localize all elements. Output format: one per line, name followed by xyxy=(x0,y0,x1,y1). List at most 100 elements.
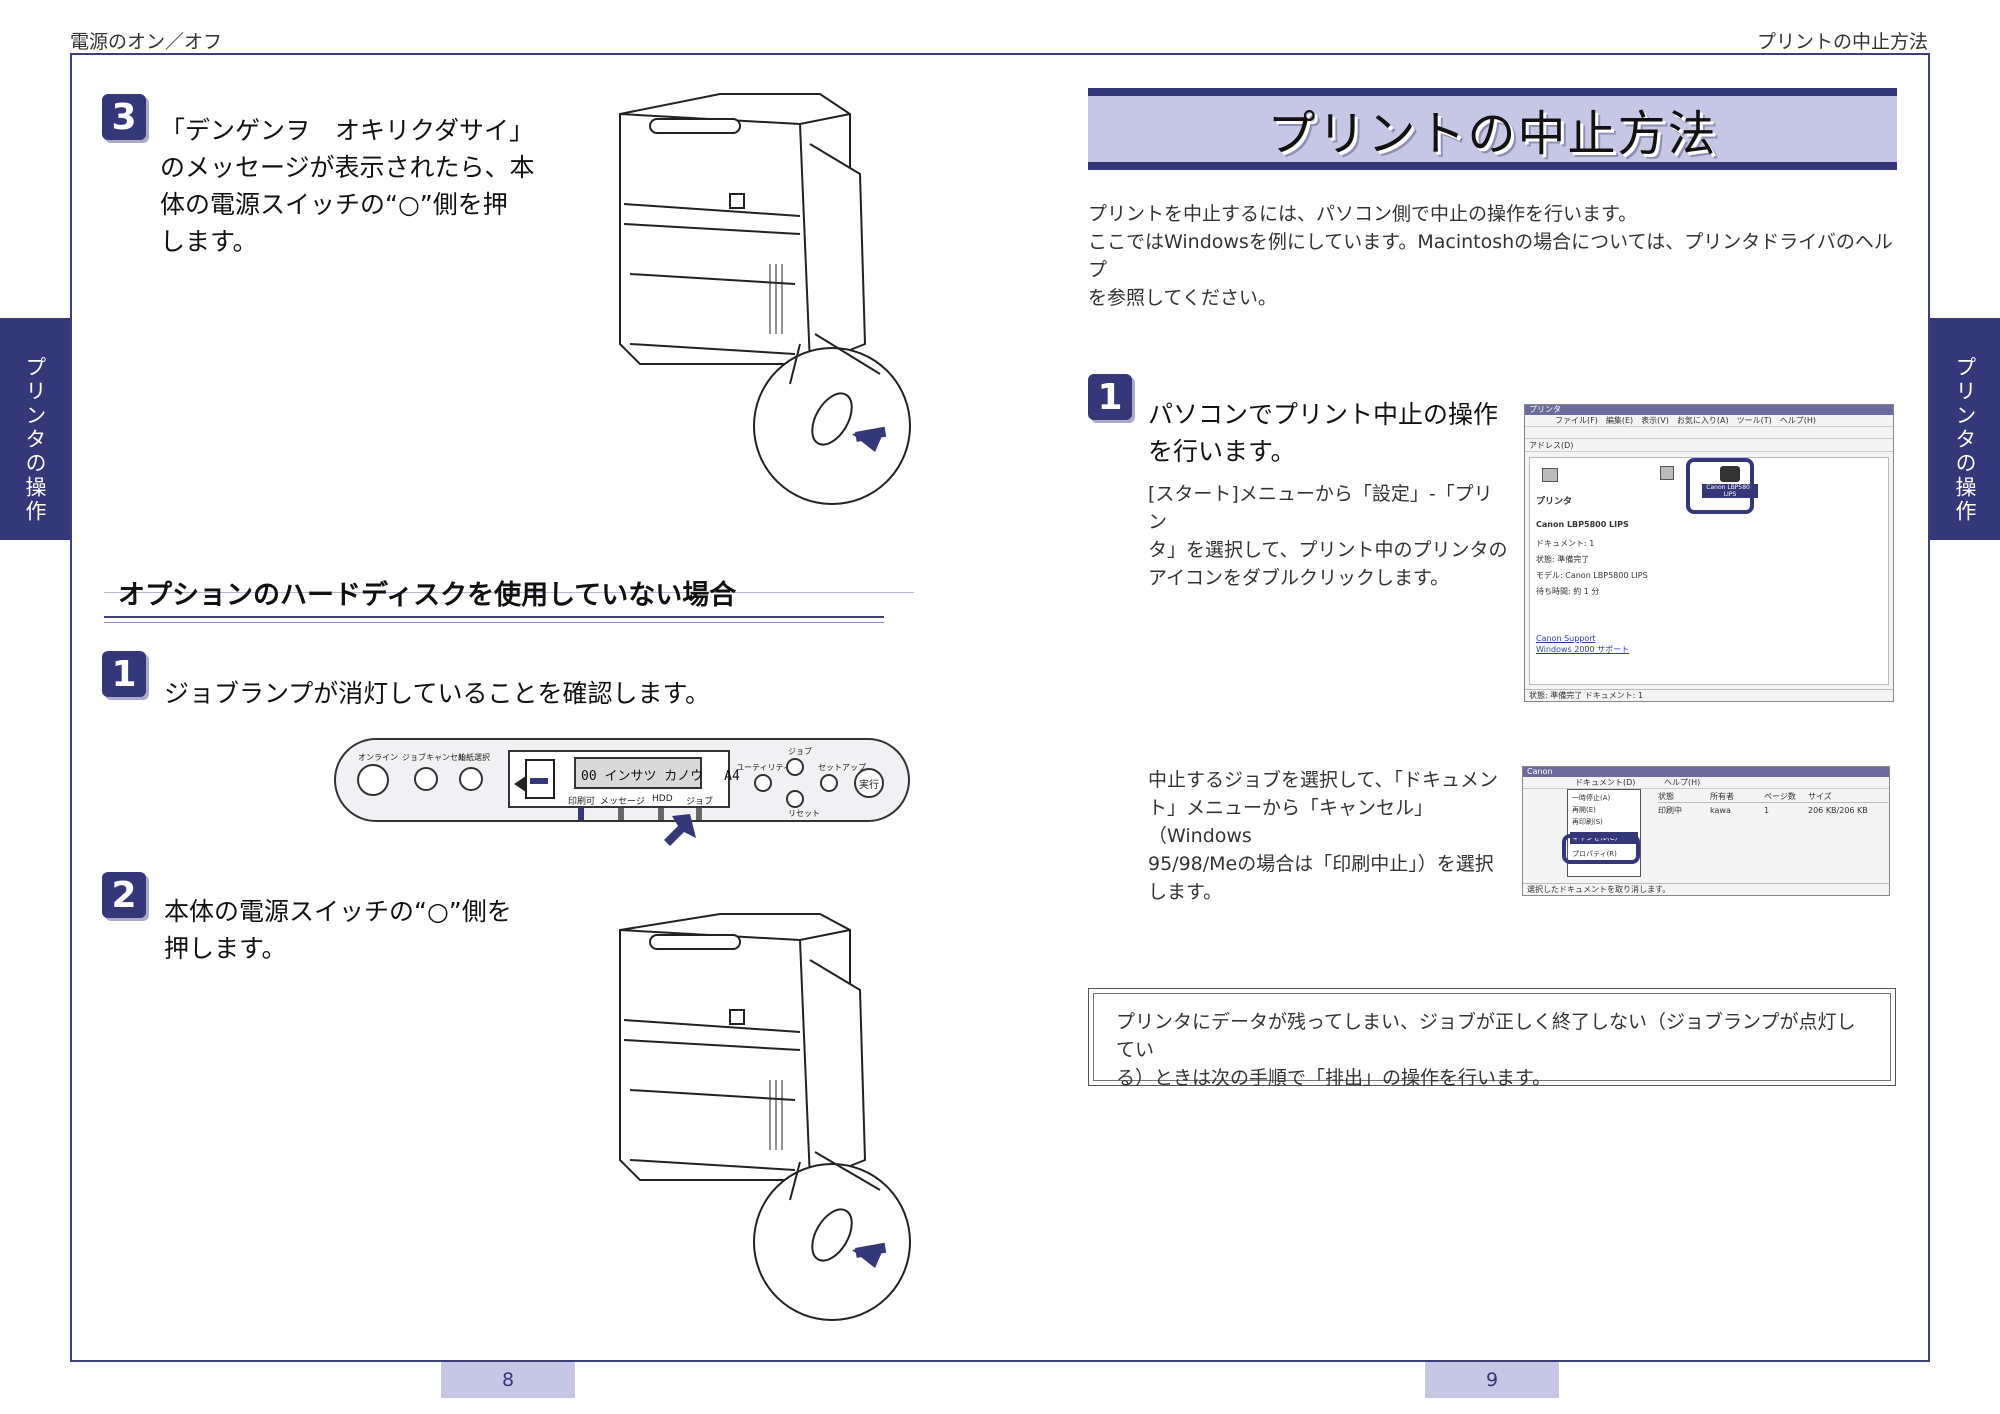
step1-left-text: ジョブランプが消灯していることを確認します。 xyxy=(164,679,711,708)
window-addressbar: アドレス(D) xyxy=(1525,439,1893,452)
folder-label: プリンタ xyxy=(1536,497,1573,507)
step1-right-desc: [スタート]メニューから「設定」-「プリン タ」を選択して、プリント中のプリンタ… xyxy=(1148,480,1508,592)
reset-down-button[interactable] xyxy=(786,790,804,808)
window-content: プリンタ Canon LBP5800 LIPS ドキュメント: 1 状態: 準備… xyxy=(1529,457,1889,685)
note-box: プリンタにデータが残ってしまい、ジョブが正しく終了しない（ジョブランプが点灯して… xyxy=(1088,988,1896,1089)
lamp-message xyxy=(618,808,624,820)
menu-help[interactable]: ヘルプ(H) xyxy=(1663,778,1701,787)
col-pages: ページ数 xyxy=(1764,792,1796,801)
step1-desc-line: タ」を選択して、プリント中のプリンタの xyxy=(1148,539,1508,561)
job-cancel-button[interactable] xyxy=(414,767,438,791)
step1-heading-line: を行います。 xyxy=(1148,437,1296,466)
lamp-message-label: メッセージ xyxy=(600,797,645,807)
execute-button[interactable]: 実行 xyxy=(854,768,884,798)
col-owner: 所有者 xyxy=(1710,792,1734,801)
paper-select-button[interactable] xyxy=(459,767,483,791)
step1b-line: 中止するジョブを選択して、「ドキュメン xyxy=(1148,769,1498,791)
printer-status: 状態: 準備完了 xyxy=(1536,555,1590,564)
window-menubar: ファイル(F) 編集(E) 表示(V) お気に入り(A) ツール(T) ヘルプ(… xyxy=(1525,415,1893,427)
frame-top-rule xyxy=(70,53,1930,55)
step3-line: 「デンゲンヲ オキリクダサイ」 xyxy=(160,116,535,145)
row-status: 印刷中 xyxy=(1658,806,1682,815)
lamp-job xyxy=(696,808,702,820)
step1-right-heading: パソコンでプリント中止の操作 を行います。 xyxy=(1148,396,1508,470)
side-tab-left: プリンタの操作 xyxy=(0,318,70,540)
add-printer-icon[interactable] xyxy=(1660,466,1674,480)
windows-support-link[interactable]: Windows 2000 サポート xyxy=(1536,645,1630,654)
row-owner: kawa xyxy=(1710,806,1731,815)
printers-window-screenshot: プリンタ ファイル(F) 編集(E) 表示(V) お気に入り(A) ツール(T)… xyxy=(1524,404,1894,702)
queue-statusbar: 選択したドキュメントを取り消します。 xyxy=(1523,883,1889,895)
lamp-hdd xyxy=(658,808,664,820)
step1-desc-line: [スタート]メニューから「設定」-「プリン xyxy=(1148,483,1493,533)
lamp-print xyxy=(578,808,584,820)
page-title: プリントの中止方法 xyxy=(1267,106,1718,162)
queue-window-title: Canon xyxy=(1523,767,1889,777)
reset-label: リセット xyxy=(788,809,820,818)
printer-model: モデル: Canon LBP5800 LIPS xyxy=(1536,571,1648,580)
printer-name: Canon LBP5800 LIPS xyxy=(1536,520,1629,529)
support-link[interactable]: Canon Support xyxy=(1536,634,1596,643)
menu-item-restart[interactable]: 再印刷(S) xyxy=(1572,818,1603,826)
frame-bottom-rule xyxy=(70,1360,1930,1362)
window-title: プリンタ xyxy=(1525,405,1893,415)
menu-document[interactable]: ドキュメント(D) xyxy=(1575,778,1636,787)
lamp-hdd-label: HDD xyxy=(652,794,673,804)
queue-menubar: ドキュメント(D) ヘルプ(H) xyxy=(1523,777,1889,789)
canon-printer-icon[interactable]: Canon LBP5800 LIPS xyxy=(1702,462,1758,506)
utility-label: ユーティリティ xyxy=(736,763,792,772)
lcd-display: 00 インサツ カノウ A4 xyxy=(574,757,740,789)
section-heading-top-line xyxy=(104,592,914,593)
window-statusbar: 状態: 準備完了 ドキュメント: 1 xyxy=(1525,689,1893,701)
job-up-button[interactable] xyxy=(786,758,804,776)
pointer-arrow-icon xyxy=(664,814,696,846)
col-status: 状態 xyxy=(1658,792,1674,801)
utility-left-button[interactable] xyxy=(754,774,772,792)
step3-text: 「デンゲンヲ オキリクダサイ」 のメッセージが表示されたら、本 体の電源スイッチ… xyxy=(160,112,560,260)
page-number-right: 9 xyxy=(1425,1362,1559,1398)
job-cancel-label: ジョブキャンセル xyxy=(402,753,466,762)
printer-illustration-top xyxy=(619,93,911,505)
step1b-line: ト」メニューから「キャンセル」（Windows xyxy=(1148,797,1434,847)
step2-line: 押します。 xyxy=(164,934,287,963)
section-heading-underline-thin xyxy=(104,622,884,623)
step-number-3: 3 xyxy=(102,94,146,140)
step1b-desc: 中止するジョブを選択して、「ドキュメン ト」メニューから「キャンセル」（Wind… xyxy=(1148,766,1508,906)
online-button[interactable] xyxy=(357,764,389,796)
paper-select-label: 給紙選択 xyxy=(458,753,490,762)
page-number-left: 8 xyxy=(441,1362,575,1398)
row-size: 206 KB/206 KB xyxy=(1808,806,1868,815)
queue-row[interactable]: 印刷中 kawa 1 206 KB/206 KB xyxy=(1658,805,1888,817)
queue-column-headers: 状態 所有者 ページ数 サイズ xyxy=(1658,791,1888,803)
printer-glyph-icon xyxy=(1720,466,1740,482)
setup-right-button[interactable] xyxy=(820,774,838,792)
running-header-left: 電源のオン／オフ xyxy=(70,31,223,53)
online-label: オンライン xyxy=(358,753,398,762)
page-title-band: プリントの中止方法 xyxy=(1088,88,1897,170)
side-tab-right: プリンタの操作 xyxy=(1930,318,2000,540)
menu-item-pause[interactable]: 一時停止(A) xyxy=(1572,794,1611,802)
menu-item-resume[interactable]: 再開(E) xyxy=(1572,806,1596,814)
step3-line: のメッセージが表示されたら、本 xyxy=(160,153,535,182)
printer-status-icon xyxy=(514,759,555,799)
step-number-1-right: 1 xyxy=(1088,374,1132,420)
running-header-right: プリントの中止方法 xyxy=(1756,31,1928,53)
step-number-1: 1 xyxy=(102,651,146,697)
intro-line: プリントを中止するには、パソコン側で中止の操作を行います。 xyxy=(1088,203,1638,225)
folder-printer-icon xyxy=(1542,468,1558,482)
col-size: サイズ xyxy=(1808,792,1832,801)
step3-line: 体の電源スイッチの“○”側を押 xyxy=(160,190,508,219)
step1b-line: します。 xyxy=(1148,881,1223,903)
doc-count: ドキュメント: 1 xyxy=(1536,539,1595,548)
note-line: る）ときは次の手順で「排出」の操作を行います。 xyxy=(1116,1067,1552,1089)
lamp-print-label: 印刷可 xyxy=(568,797,596,807)
menu-item-properties[interactable]: プロパティ(R) xyxy=(1572,850,1617,858)
step1-heading-line: パソコンでプリント中止の操作 xyxy=(1148,400,1499,429)
icon-highlight-ring xyxy=(1686,458,1754,514)
intro-line: ここではWindowsを例にしています。Macintoshの場合については、プリ… xyxy=(1088,231,1893,281)
frame-left-rule xyxy=(70,53,72,1362)
print-queue-window-screenshot: Canon ドキュメント(D) ヘルプ(H) 状態 所有者 ページ数 サイズ 印… xyxy=(1522,766,1890,896)
section-heading-underline xyxy=(104,616,884,618)
canon-icon-label: Canon LBP5800 LIPS xyxy=(1702,484,1758,498)
intro-text: プリントを中止するには、パソコン側で中止の操作を行います。 ここではWindow… xyxy=(1088,200,1908,312)
